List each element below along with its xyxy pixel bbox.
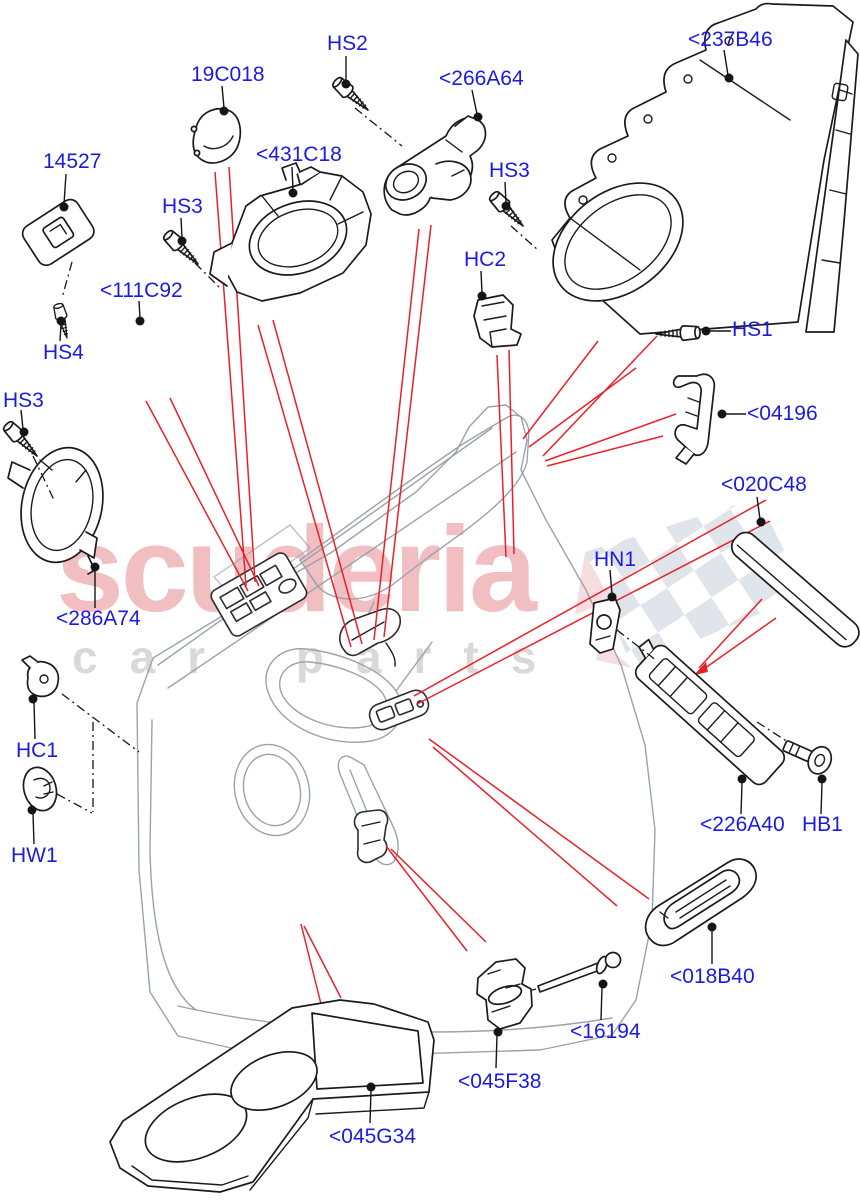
part-label-HC2[interactable]: HC2 — [464, 248, 507, 271]
part-045G34-tray — [109, 999, 435, 1193]
part-label-HW1[interactable]: HW1 — [11, 844, 58, 867]
part-020C48-trim-strip — [730, 531, 860, 648]
door-window-switch-pack — [210, 552, 308, 637]
part-237B46-upper-panel — [551, 2, 859, 335]
assembly-axis-lines — [32, 107, 789, 814]
part-label-HN1[interactable]: HN1 — [594, 548, 637, 571]
part-label-HS3-c[interactable]: HS3 — [489, 159, 530, 182]
part-14527-switch-bezel — [21, 198, 95, 267]
part-label-19C018[interactable]: 19C018 — [191, 63, 265, 86]
part-226A40-switch-bracket — [634, 638, 786, 786]
part-label-HS3-b[interactable]: HS3 — [162, 195, 203, 218]
leader-lines — [19, 49, 827, 1124]
part-label-04196[interactable]: <04196 — [747, 402, 818, 425]
part-266A64-inner-handle — [383, 115, 487, 216]
part-label-286A74[interactable]: <286A74 — [56, 607, 141, 630]
part-label-237B46[interactable]: <237B46 — [688, 28, 773, 51]
part-431C18-handle-surround — [209, 162, 372, 302]
part-HN1-clip — [589, 597, 621, 654]
part-04196-bracket — [672, 373, 716, 465]
part-16194-pin — [513, 951, 622, 997]
watermark-subtitle: car parts — [72, 631, 569, 683]
part-label-HC1[interactable]: HC1 — [16, 739, 59, 762]
part-label-HS3-a[interactable]: HS3 — [3, 389, 44, 412]
part-HC2-clip — [473, 294, 522, 348]
door-trim-panel — [136, 404, 656, 1056]
part-label-020C48[interactable]: <020C48 — [721, 473, 807, 496]
part-HC1-clip — [21, 655, 60, 698]
part-018B40-pull-trim — [644, 858, 757, 947]
part-286A74-speaker-bracket — [7, 446, 104, 575]
callout-lines — [145, 166, 777, 1009]
part-label-111C92[interactable]: <111C92 — [100, 279, 183, 302]
part-19C018-cap — [190, 108, 242, 164]
part-HW1-grommet — [22, 766, 58, 812]
part-label-HB1[interactable]: HB1 — [802, 813, 843, 836]
part-label-045G34[interactable]: <045G34 — [329, 1125, 416, 1148]
part-label-16194[interactable]: <16194 — [570, 1020, 641, 1043]
part-label-14527[interactable]: 14527 — [43, 150, 102, 173]
door-armrest-switch-plate — [368, 689, 430, 731]
part-HB1-bolt — [782, 740, 833, 775]
part-label-045F38[interactable]: <045F38 — [458, 1070, 542, 1093]
part-label-266A64[interactable]: <266A64 — [439, 67, 524, 90]
door-pull-cup-clip — [353, 809, 389, 864]
watermark-brand: scuderia — [56, 501, 537, 637]
part-label-HS1[interactable]: HS1 — [732, 318, 773, 341]
part-label-018B40[interactable]: <018B40 — [670, 965, 755, 988]
part-HS3-screw-a — [0, 418, 44, 462]
part-label-HS4[interactable]: HS4 — [43, 341, 84, 364]
part-045F38-clip — [476, 958, 533, 1030]
part-HS2-screw — [329, 74, 374, 117]
part-label-431C18[interactable]: <431C18 — [256, 143, 342, 166]
part-label-226A40[interactable]: <226A40 — [700, 813, 785, 836]
part-label-HS2[interactable]: HS2 — [327, 32, 368, 55]
